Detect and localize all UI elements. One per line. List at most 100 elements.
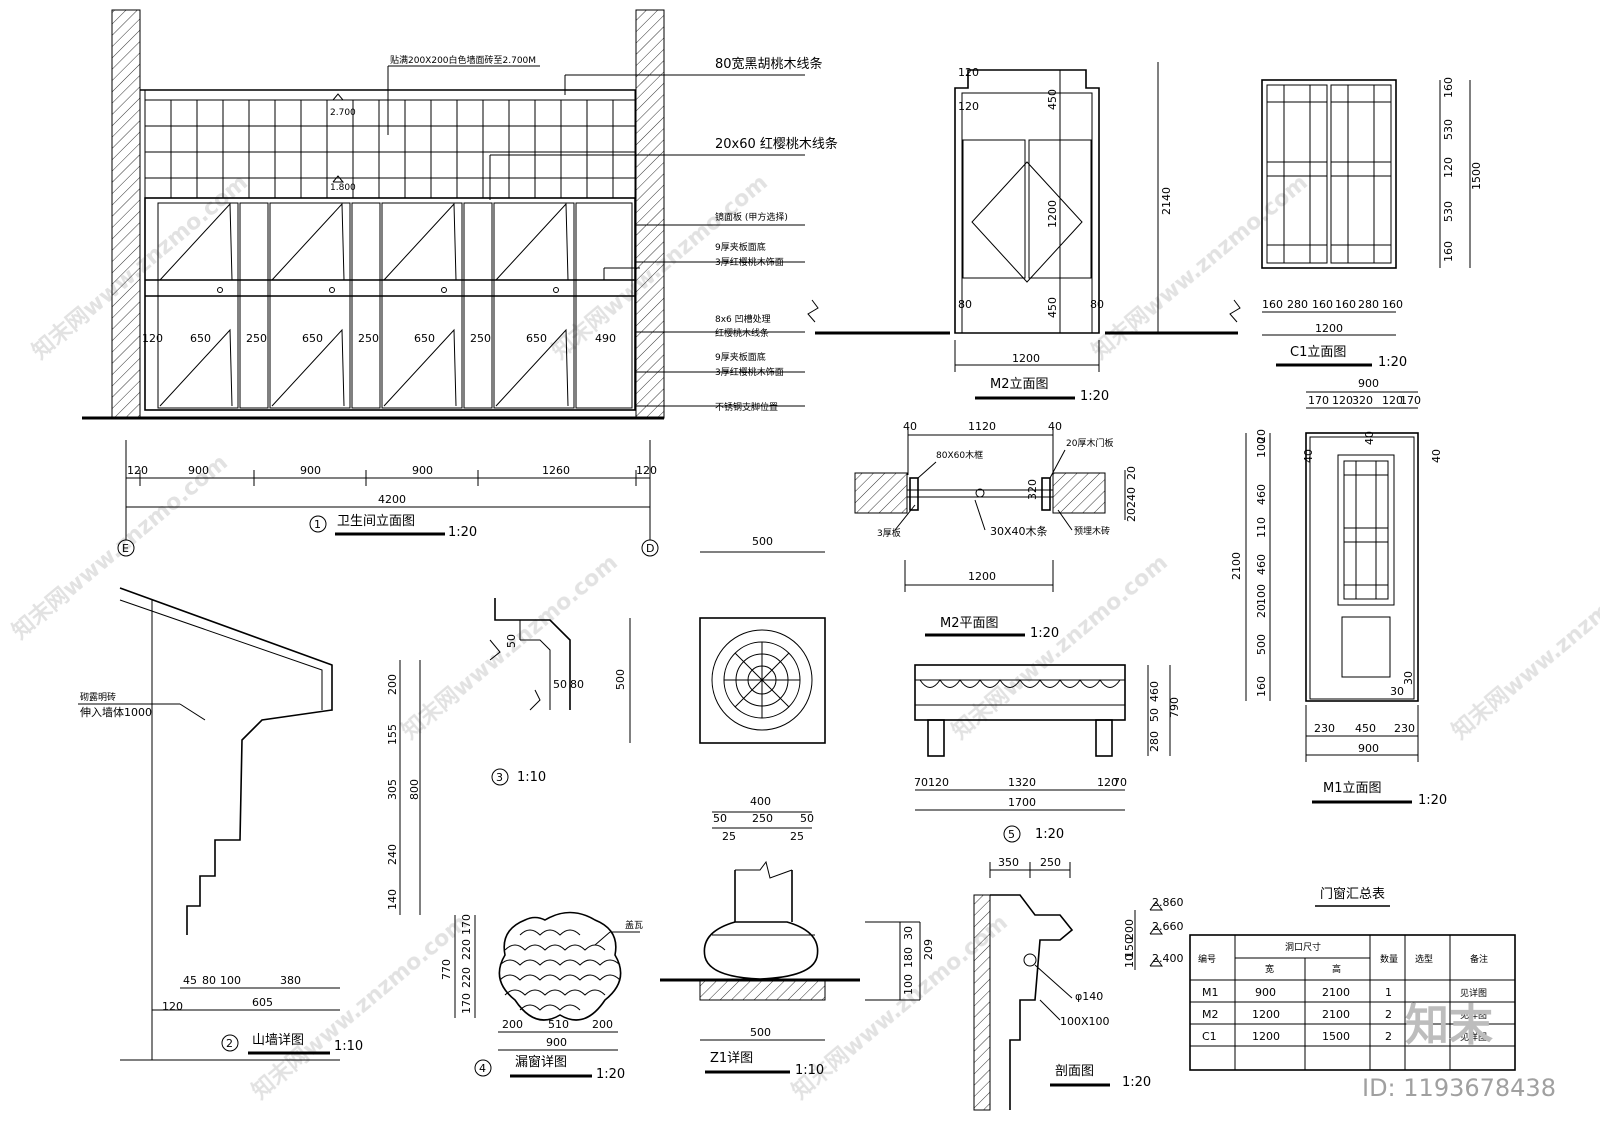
svg-text:70: 70 bbox=[914, 776, 928, 789]
svg-text:1:20: 1:20 bbox=[1035, 827, 1064, 842]
svg-text:200: 200 bbox=[386, 674, 399, 695]
svg-text:M2平面图: M2平面图 bbox=[940, 616, 999, 631]
svg-text:50: 50 bbox=[713, 812, 727, 825]
svg-text:200: 200 bbox=[502, 1018, 523, 1031]
svg-text:140: 140 bbox=[386, 889, 399, 910]
m2-elevation: 120 120 450 1200 450 80 80 1200 2140 M2立… bbox=[807, 62, 1238, 404]
svg-text:180: 180 bbox=[902, 947, 915, 968]
svg-text:20: 20 bbox=[1255, 429, 1268, 443]
svg-text:280: 280 bbox=[1287, 298, 1308, 311]
svg-text:80: 80 bbox=[570, 678, 584, 691]
svg-text:1120: 1120 bbox=[968, 420, 996, 433]
svg-text:120: 120 bbox=[636, 464, 657, 477]
svg-text:380: 380 bbox=[280, 974, 301, 987]
svg-text:20: 20 bbox=[1125, 508, 1138, 522]
svg-text:选型: 选型 bbox=[1415, 953, 1433, 965]
svg-text:高: 高 bbox=[1332, 963, 1341, 975]
svg-text:D: D bbox=[646, 542, 654, 555]
svg-text:门窗汇总表: 门窗汇总表 bbox=[1320, 886, 1385, 902]
svg-text:170: 170 bbox=[460, 993, 473, 1014]
svg-text:460: 460 bbox=[1148, 681, 1161, 702]
svg-text:砌露明砖: 砌露明砖 bbox=[80, 691, 116, 703]
svg-text:3厚红樱桃木饰面: 3厚红樱桃木饰面 bbox=[715, 256, 784, 268]
svg-text:10: 10 bbox=[1123, 954, 1136, 968]
svg-text:230: 230 bbox=[1314, 722, 1335, 735]
svg-text:50: 50 bbox=[553, 678, 567, 691]
svg-text:120: 120 bbox=[958, 100, 979, 113]
svg-text:伸入墙体1000: 伸入墙体1000 bbox=[80, 705, 152, 719]
svg-text:900: 900 bbox=[1358, 377, 1379, 390]
svg-text:1: 1 bbox=[1385, 986, 1392, 999]
svg-text:20x60 红樱桃木线条: 20x60 红樱桃木线条 bbox=[715, 136, 838, 152]
svg-text:M2立面图: M2立面图 bbox=[990, 377, 1049, 392]
svg-text:510: 510 bbox=[548, 1018, 569, 1031]
svg-text:镜面板 (甲方选择): 镜面板 (甲方选择) bbox=[715, 211, 788, 223]
svg-text:1320: 1320 bbox=[1008, 776, 1036, 789]
svg-text:500: 500 bbox=[752, 535, 773, 548]
toilet-elevation: 贴满200X200白色墙面砖至2.700M 2.700 1.800 80宽黑胡桃… bbox=[82, 9, 838, 557]
svg-text:900: 900 bbox=[1255, 986, 1276, 999]
svg-text:650: 650 bbox=[190, 332, 211, 345]
svg-text:790: 790 bbox=[1168, 697, 1181, 718]
svg-text:80: 80 bbox=[958, 298, 972, 311]
svg-text:170: 170 bbox=[460, 914, 473, 935]
svg-text:120: 120 bbox=[1332, 394, 1353, 407]
svg-text:400: 400 bbox=[750, 795, 771, 808]
svg-text:2100: 2100 bbox=[1230, 552, 1243, 580]
svg-text:770: 770 bbox=[440, 959, 453, 980]
svg-text:100: 100 bbox=[1255, 437, 1268, 458]
svg-text:155: 155 bbox=[386, 724, 399, 745]
vent-detail: 500 500 bbox=[614, 535, 826, 744]
svg-text:1:20: 1:20 bbox=[1122, 1075, 1151, 1090]
svg-text:1: 1 bbox=[314, 518, 321, 531]
svg-text:900: 900 bbox=[546, 1036, 567, 1049]
svg-text:50: 50 bbox=[505, 634, 518, 648]
svg-text:1200: 1200 bbox=[968, 570, 996, 583]
svg-text:1260: 1260 bbox=[542, 464, 570, 477]
svg-text:3厚红樱桃木饰面: 3厚红樱桃木饰面 bbox=[715, 366, 784, 378]
svg-text:见详图: 见详图 bbox=[1460, 1009, 1487, 1021]
svg-text:3厚板: 3厚板 bbox=[877, 527, 901, 539]
svg-text:120: 120 bbox=[958, 66, 979, 79]
svg-text:备注: 备注 bbox=[1470, 953, 1488, 965]
svg-text:900: 900 bbox=[188, 464, 209, 477]
svg-text:2140: 2140 bbox=[1160, 187, 1173, 215]
svg-text:1200: 1200 bbox=[1046, 200, 1059, 228]
c1-elevation: 160 530 120 530 160 1500 160 280 160 160… bbox=[1229, 77, 1483, 370]
svg-text:70: 70 bbox=[1113, 776, 1127, 789]
svg-text:209: 209 bbox=[922, 939, 935, 960]
svg-text:知末网www.znzmo.com: 知末网www.znzmo.com bbox=[247, 909, 473, 1104]
svg-text:2: 2 bbox=[1385, 1008, 1392, 1021]
svg-text:2.660: 2.660 bbox=[1152, 920, 1184, 933]
svg-text:20: 20 bbox=[1125, 466, 1138, 480]
svg-text:900: 900 bbox=[1358, 742, 1379, 755]
svg-text:250: 250 bbox=[358, 332, 379, 345]
svg-text:500: 500 bbox=[1255, 634, 1268, 655]
svg-text:170: 170 bbox=[1400, 394, 1421, 407]
svg-text:30: 30 bbox=[1390, 685, 1404, 698]
svg-text:红樱桃木线条: 红樱桃木线条 bbox=[715, 327, 769, 339]
svg-text:460: 460 bbox=[1255, 554, 1268, 575]
svg-text:120: 120 bbox=[1097, 776, 1118, 789]
svg-text:不锈钢支脚位置: 不锈钢支脚位置 bbox=[715, 401, 778, 413]
svg-text:160: 160 bbox=[1382, 298, 1403, 311]
svg-text:240: 240 bbox=[1125, 487, 1138, 508]
svg-text:320: 320 bbox=[1352, 394, 1373, 407]
watermark-logo: 知末 bbox=[1405, 1000, 1493, 1051]
m2-plan: 40 1120 40 80X60木框 20厚木门板 3厚板 30X40木条 预埋… bbox=[854, 420, 1138, 641]
svg-text:卫生间立面图: 卫生间立面图 bbox=[337, 514, 415, 529]
svg-text:120: 120 bbox=[142, 332, 163, 345]
gable-detail-2: 砌露明砖 伸入墙体1000 200 155 305 240 140 800 45… bbox=[78, 587, 421, 1061]
right-wall bbox=[635, 9, 665, 419]
svg-text:40: 40 bbox=[1430, 449, 1443, 463]
svg-text:530: 530 bbox=[1442, 119, 1455, 140]
svg-text:120: 120 bbox=[1442, 157, 1455, 178]
svg-text:1:10: 1:10 bbox=[795, 1063, 824, 1078]
svg-text:900: 900 bbox=[412, 464, 433, 477]
svg-text:5: 5 bbox=[1008, 828, 1015, 841]
svg-text:160: 160 bbox=[1442, 241, 1455, 262]
svg-text:洞口尺寸: 洞口尺寸 bbox=[1285, 941, 1321, 953]
svg-text:900: 900 bbox=[300, 464, 321, 477]
svg-text:170: 170 bbox=[1308, 394, 1329, 407]
svg-text:贴满200X200白色墙面砖至2.700M: 贴满200X200白色墙面砖至2.700M bbox=[390, 54, 536, 66]
